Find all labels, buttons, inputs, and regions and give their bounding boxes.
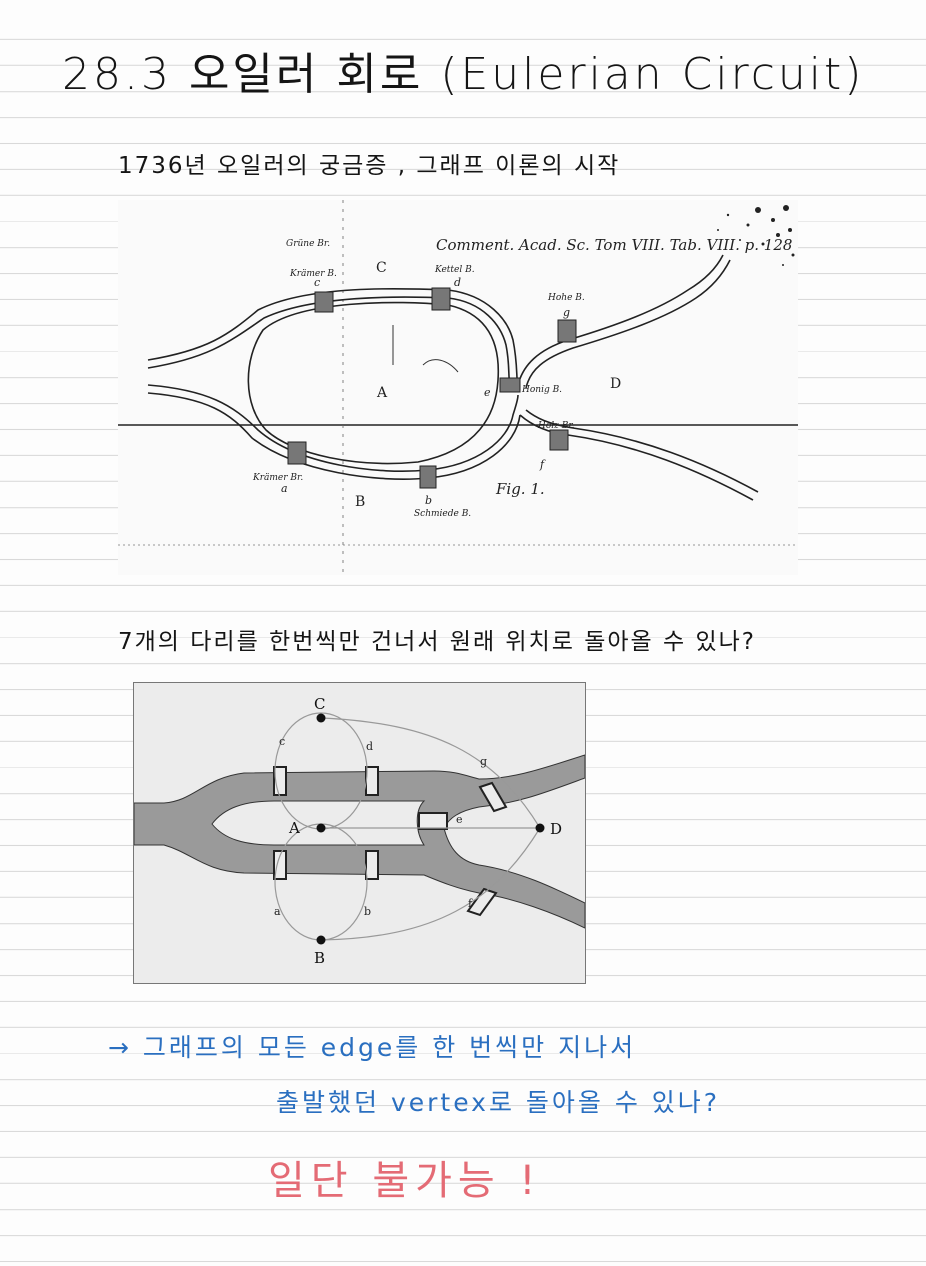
map-region-d: D [610,376,621,392]
map-hand-label: Grüne Br. [286,239,330,249]
map-bridge-c [314,291,334,313]
map-bridge-letter-g: g [563,306,570,319]
bridge-f [466,887,498,917]
bridge-label-e: e [456,813,463,826]
bridge-label-b: b [364,905,371,918]
bridge-d [365,766,379,796]
map-hand-label: Holz Br. [537,421,575,431]
bridge-e [418,812,448,830]
node-label-d: D [550,820,562,838]
euler-note-line-2: 출발했던 vertex로 돌아올 수 있나? [276,1088,721,1117]
bridge-label-g: g [480,755,487,768]
map-region-a: A [376,385,388,401]
bridge-g [478,781,508,813]
historic-map-figure: Comment. Acad. Sc. Tom VIII. Tab. VIII. … [118,200,798,575]
bridge-label-d: d [366,740,373,753]
map-hand-label: Krämer Br. [252,473,303,483]
node-c [316,713,326,723]
map-hand-label: Krämer B. [289,269,337,279]
bridge-question: 7개의 다리를 한번씩만 건너서 원래 위치로 돌아올 수 있나? [118,629,757,655]
map-region-b: B [355,494,365,510]
node-d [535,823,545,833]
node-b [316,935,326,945]
bridge-a [273,850,287,880]
map-bridge-letter-a: a [281,482,288,495]
map-bridge-letter-d: d [454,276,461,289]
map-hand-label: Schmiede B. [414,509,471,519]
map-caption: Comment. Acad. Sc. Tom VIII. Tab. VIII. … [436,236,792,254]
map-bridge-letter-b: b [425,494,432,507]
node-label-a: A [288,819,300,837]
map-bridge-letter-f: f [539,458,546,471]
map-bridge-b [419,465,437,489]
bridge-b [365,850,379,880]
page-title: 28.3 오일러 회로 (Eulerian Circuit) [62,49,865,100]
map-hand-label: Kettel B. [434,265,475,275]
map-bridge-d [431,287,451,311]
bridge-label-a: a [274,905,281,918]
node-label-c: C [314,695,325,713]
map-hand-label: Hohe B. [547,293,585,303]
bridge-label-c: c [279,735,285,748]
subtitle: 1736년 오일러의 궁금증 , 그래프 이론의 시작 [118,153,621,179]
map-hand-label: Honig B. [521,385,562,395]
euler-note-line-1: → 그래프의 모든 edge를 한 번씩만 지나서 [108,1033,637,1062]
node-label-b: B [314,949,325,967]
map-bridge-letter-c: c [314,276,320,289]
map-bridge-f [549,429,569,451]
node-a [316,823,326,833]
bridge-graph-diagram: A B C D a b c d e f g [133,682,586,984]
map-bridge-letter-e: e [484,386,491,399]
map-bridge-a [287,441,307,465]
map-speckle-texture [717,205,795,266]
map-bridge-e [499,377,521,393]
map-fig-label: Fig. 1. [495,480,545,498]
map-region-c: C [376,260,387,276]
map-bridge-g [557,319,577,343]
verdict-text: 일단 불가능 ! [268,1158,542,1204]
bridge-label-f: f [468,897,473,910]
